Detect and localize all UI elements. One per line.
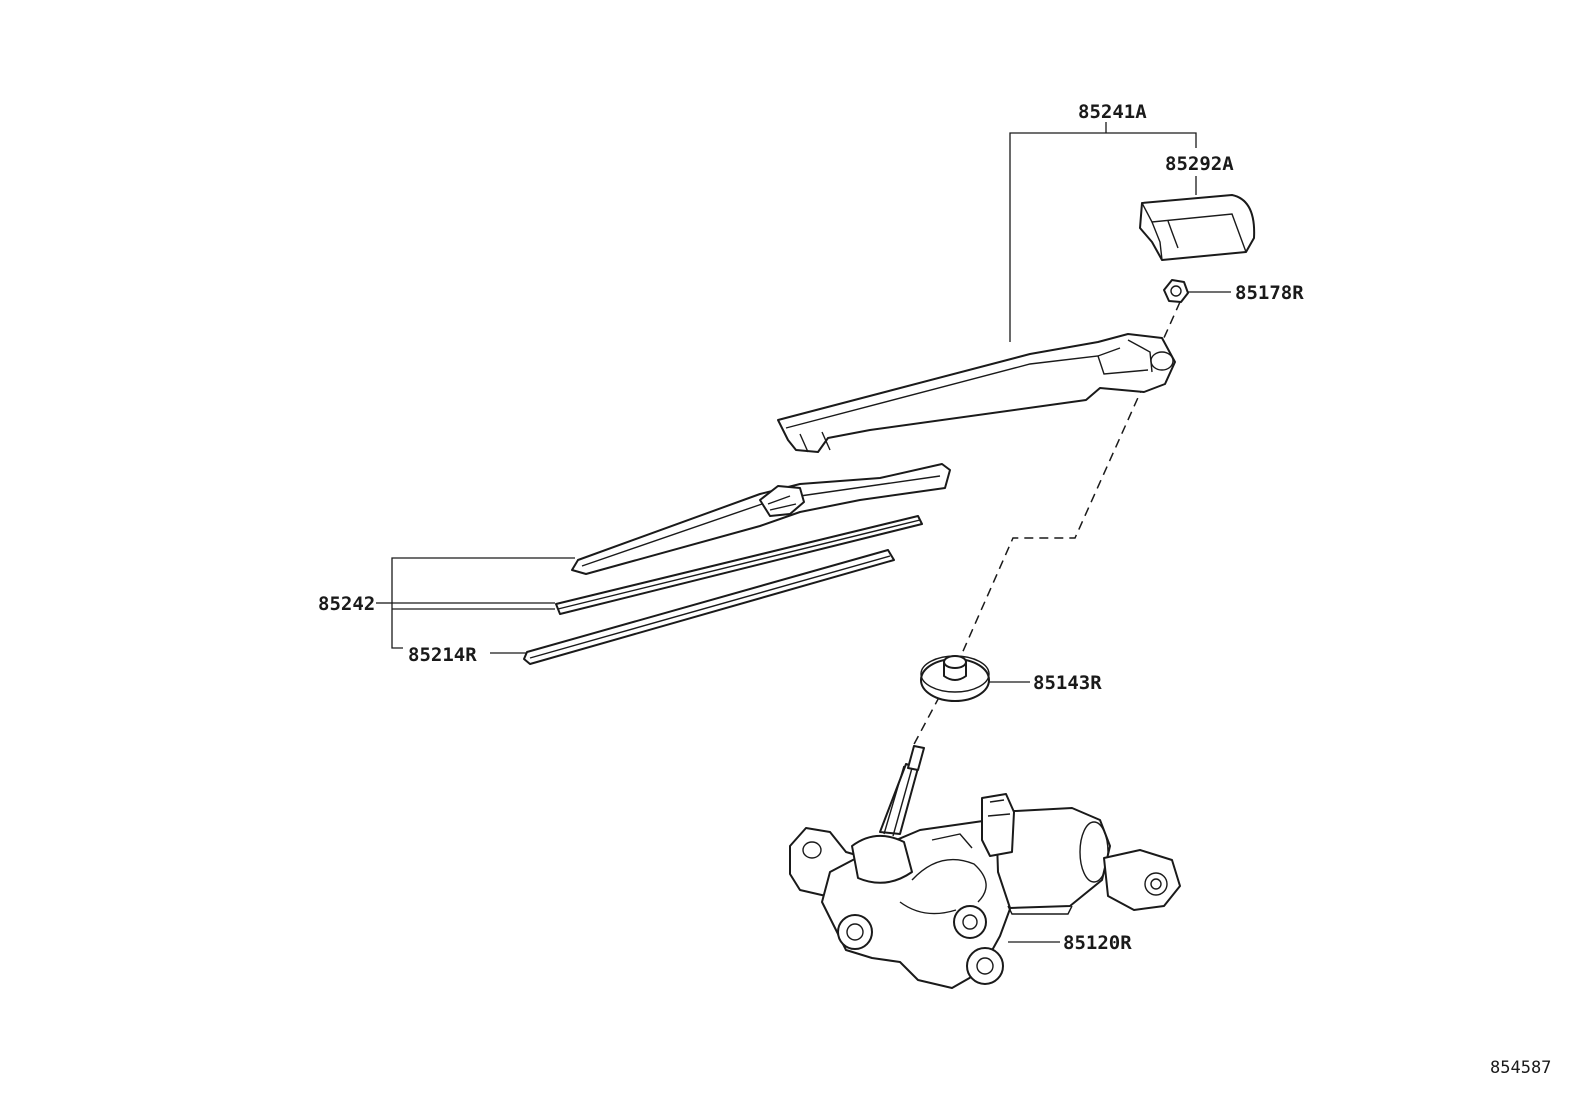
leader-85242	[376, 557, 575, 649]
label-85120R: 85120R	[1063, 932, 1132, 954]
blade-rubber-upper	[555, 515, 923, 615]
label-85242: 85242	[318, 593, 375, 615]
label-85143R: 85143R	[1033, 672, 1102, 694]
leader-85241A	[1009, 122, 1197, 342]
label-85292A: 85292A	[1165, 153, 1234, 175]
nut	[1163, 279, 1189, 303]
reference-code: 854587	[1490, 1058, 1551, 1078]
label-85178R: 85178R	[1235, 282, 1304, 304]
blade-rubber	[523, 549, 895, 665]
label-85241A: 85241A	[1078, 101, 1147, 123]
pivot-cushion	[920, 655, 990, 702]
wiper-motor	[789, 745, 1181, 989]
wiper-arm	[777, 333, 1176, 453]
label-85214R: 85214R	[408, 644, 477, 666]
wiper-blade-frame	[571, 463, 951, 575]
arm-cap	[1139, 194, 1256, 261]
